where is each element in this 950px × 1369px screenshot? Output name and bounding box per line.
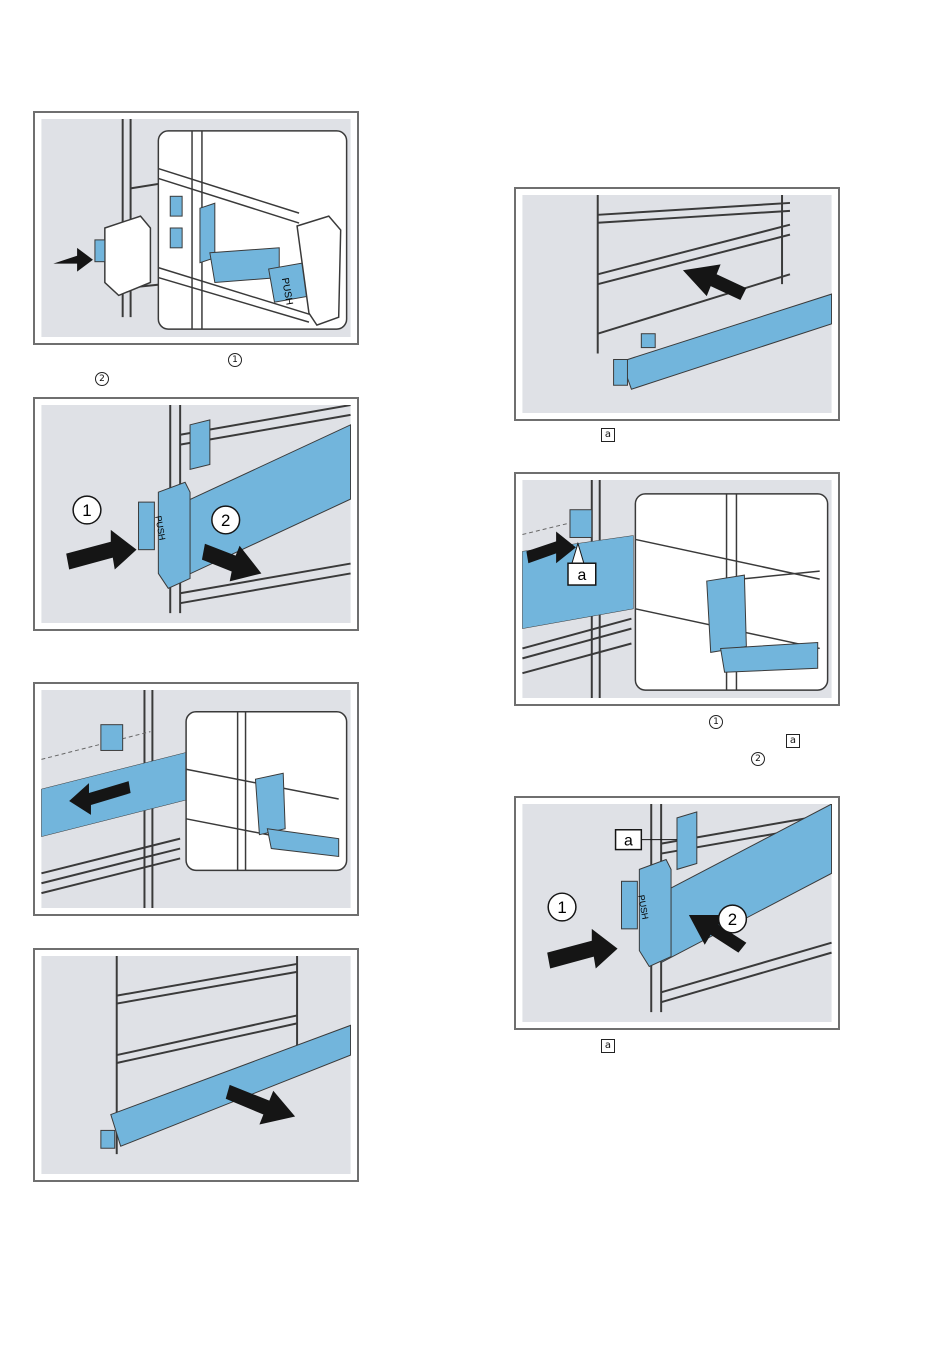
callout-1: 1 (82, 501, 91, 520)
figure-remove-rail: PUSH 1 2 (33, 397, 359, 631)
illustration-press-rail-in: a PUSH 1 2 (522, 804, 832, 1022)
figure-unhook-rail (33, 682, 359, 916)
illustration-remove-rail: PUSH 1 2 (41, 405, 351, 623)
label-marker-a-c: a (601, 1039, 615, 1053)
callout-2-b: 2 (728, 910, 737, 929)
illustration-push-clip: PUSH (41, 119, 351, 337)
callout-2: 2 (221, 511, 230, 530)
callout-a: a (577, 567, 586, 584)
figure-hook-rail: a (514, 472, 840, 706)
illustration-pull-rail-out (41, 956, 351, 1174)
callout-1-b: 1 (557, 898, 566, 917)
figure-press-push-button: PUSH (33, 111, 359, 345)
label-marker-a: a (601, 428, 615, 442)
step-marker-1-b: 1 (709, 715, 723, 729)
illustration-unhook-rail (41, 690, 351, 908)
illustration-insert-rail (522, 195, 832, 413)
callout-a-2: a (624, 833, 633, 850)
label-marker-a-b: a (786, 734, 800, 748)
illustration-hook-rail: a (522, 480, 832, 698)
step-marker-1: 1 (228, 353, 242, 367)
figure-press-rail-in: a PUSH 1 2 (514, 796, 840, 1030)
figure-pull-rail-out (33, 948, 359, 1182)
step-marker-2: 2 (95, 372, 109, 386)
step-marker-2-b: 2 (751, 752, 765, 766)
figure-insert-rail (514, 187, 840, 421)
